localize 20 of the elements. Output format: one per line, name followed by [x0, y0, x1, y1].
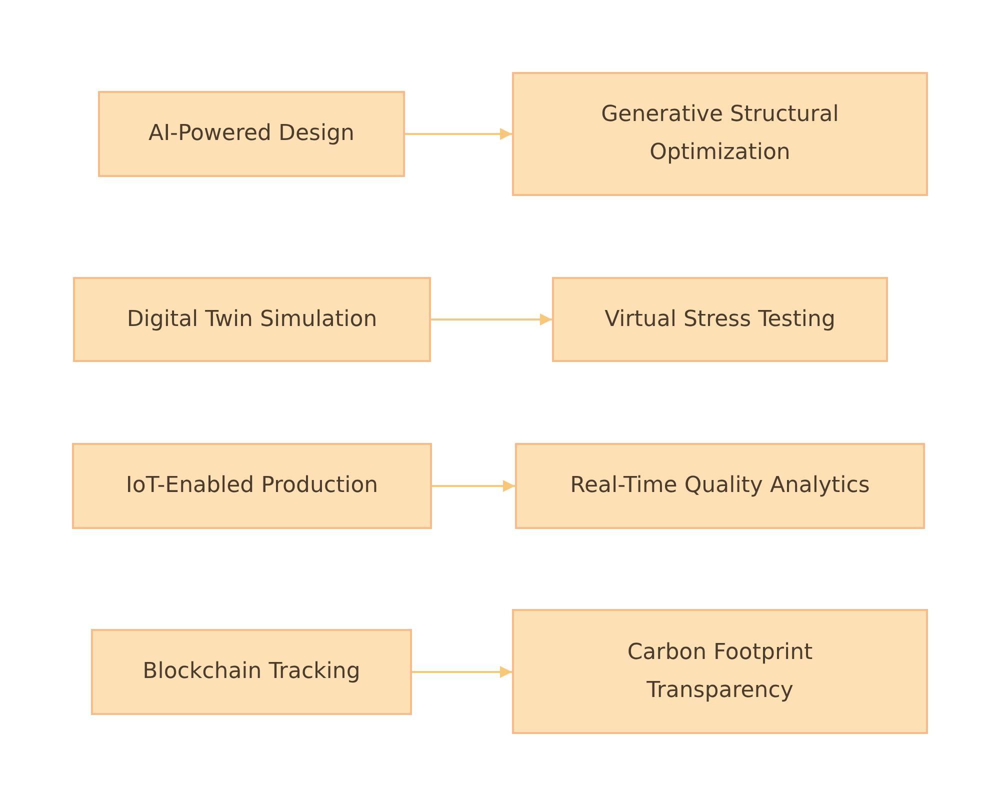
process-box	[98, 91, 405, 177]
arrow	[405, 128, 512, 140]
node-label: Blockchain Tracking	[142, 658, 360, 686]
arrow	[432, 480, 515, 492]
node-label: Generative Structural Optimization	[600, 101, 840, 167]
arrow	[412, 666, 512, 678]
node-label: Real-Time Quality Analytics	[570, 472, 870, 500]
process-box	[512, 72, 928, 196]
arrow	[431, 314, 552, 326]
process-box	[91, 629, 412, 715]
process-box	[552, 277, 888, 362]
node-label: IoT-Enabled Production	[126, 472, 378, 500]
process-box	[72, 443, 432, 529]
node-label: Digital Twin Simulation	[126, 306, 378, 334]
process-box	[512, 609, 928, 734]
node-label: Carbon Footprint Transparency	[626, 638, 814, 704]
process-box	[73, 277, 431, 362]
node-label: Virtual Stress Testing	[604, 306, 836, 334]
node-label: AI-Powered Design	[148, 120, 354, 148]
process-box	[515, 443, 925, 529]
